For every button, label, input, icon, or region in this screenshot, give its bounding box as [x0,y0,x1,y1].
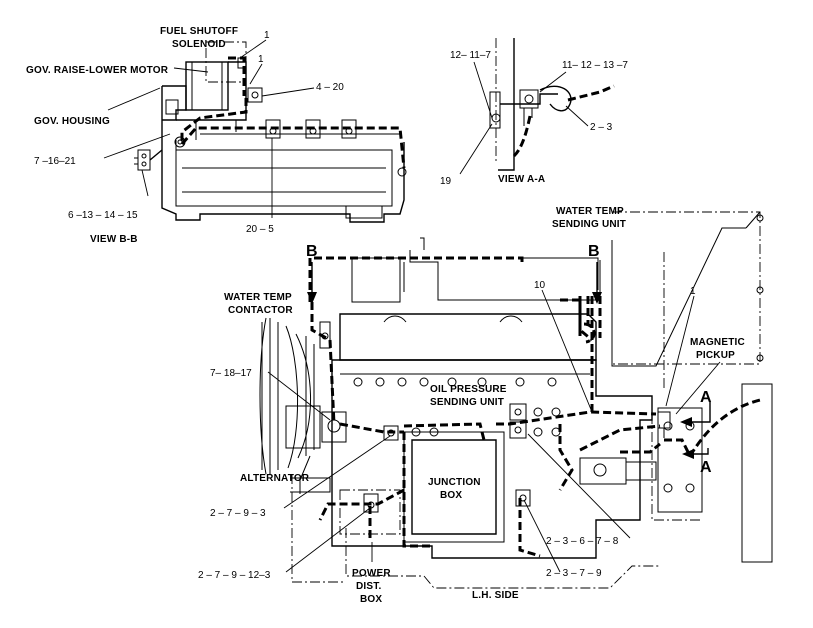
fuel-shutoff-label-2: SOLENOID [172,39,226,50]
power-dist-label-3: BOX [360,594,382,605]
callout-4-20: 4 – 20 [316,82,344,93]
callout-6-13-14-15: 6 –13 – 14 – 15 [68,210,138,221]
engine-lh-side-drawing [259,211,773,589]
callout-1-top: 1 [264,30,270,41]
junction-box-label-1: JUNCTION [428,477,481,488]
oil-pressure-label-2: SENDING UNIT [430,397,504,408]
view-aa-label: VIEW A-A [498,174,545,185]
section-b-right-letter: B [588,243,600,260]
callout-20-5: 20 – 5 [246,224,274,235]
section-a-top-letter: A [700,389,712,406]
oil-pressure-label-1: OIL PRESSURE [430,384,507,395]
water-temp-sending-label-2: SENDING UNIT [552,219,626,230]
view-bb-label: VIEW B-B [90,234,138,245]
callout-2-3-6-7-8: 2 – 3 – 6 – 7 – 8 [546,536,619,547]
power-dist-label-1: POWER [352,568,391,579]
callout-7-18-17: 7– 18–17 [210,368,252,379]
callout-19: 19 [440,176,452,187]
callout-10: 10 [534,280,546,291]
callout-12-11-7: 12– 11–7 [450,50,491,61]
junction-box-label-2: BOX [440,490,462,501]
alternator-label: ALTERNATOR [240,473,310,484]
leader-lines [103,39,721,573]
callout-7-16-21: 7 –16–21 [34,156,76,167]
power-dist-label-2: DIST. [356,581,381,592]
callout-1-pickup: 1 [690,286,696,297]
section-arrows [307,262,711,459]
callout-11-12-13-7: 11– 12 – 13 –7 [562,60,628,71]
gov-motor-body [185,61,229,111]
section-a-bottom-letter: A [700,459,712,476]
callout-2-7-9-12-3: 2 – 7 – 9 – 12–3 [198,570,271,581]
gov-motor-label: GOV. RAISE-LOWER MOTOR [26,65,169,76]
magnetic-pickup-label-2: PICKUP [696,350,735,361]
fuel-shutoff-label-1: FUEL SHUTOFF [160,26,238,37]
callout-2-3-7-9: 2 – 3 – 7 – 9 [546,568,602,579]
gov-housing-label: GOV. HOUSING [34,116,110,127]
section-b-left-letter: B [306,243,318,260]
view-aa-drawing [489,38,615,171]
lh-side-label: L.H. SIDE [472,590,519,601]
water-temp-contactor-label-1: WATER TEMP [224,292,292,303]
text-labels: FUEL SHUTOFF SOLENOID GOV. RAISE-LOWER M… [26,26,745,605]
view-bb-drawing [134,41,407,223]
callout-2-7-9-3: 2 – 7 – 9 – 3 [210,508,266,519]
magnetic-pickup-label-1: MAGNETIC [690,337,745,348]
callout-2-3-view-aa: 2 – 3 [590,122,613,133]
callout-1-solenoid: 1 [258,54,264,65]
water-temp-sending-label-1: WATER TEMP [556,206,624,217]
water-temp-contactor-label-2: CONTACTOR [228,305,293,316]
